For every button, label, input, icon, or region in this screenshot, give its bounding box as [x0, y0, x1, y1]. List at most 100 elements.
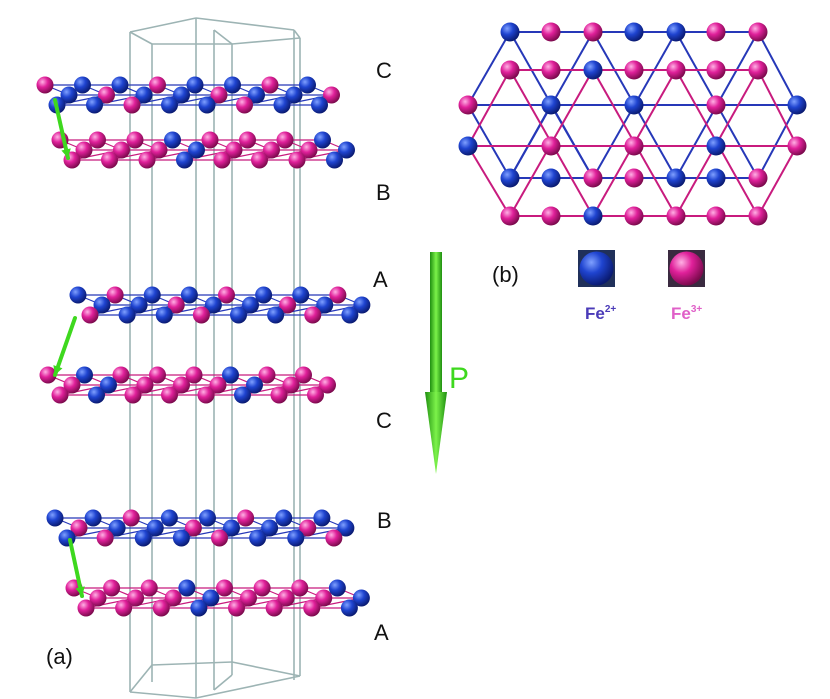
fe2-atom — [706, 168, 726, 188]
fe3-atom — [236, 96, 253, 114]
fe3-atom — [124, 386, 142, 404]
fe3-atom — [136, 376, 154, 394]
fe3-atom — [138, 151, 156, 169]
fe3-atom — [706, 60, 726, 80]
cell-edge — [293, 29, 301, 39]
fe2-atom — [541, 168, 561, 188]
fe3-atom — [315, 589, 333, 607]
fe3-atom — [541, 136, 561, 156]
fe3-atom — [218, 286, 235, 304]
fe3-atom — [106, 286, 124, 304]
fe2-atom — [204, 296, 222, 314]
fe3-atom — [291, 579, 309, 597]
arrow-shaft — [53, 98, 70, 160]
arrow-head — [61, 148, 71, 158]
fe2-atom — [666, 168, 686, 188]
fe3-atom — [81, 306, 99, 324]
fe3-atom — [89, 589, 107, 607]
fe2-atom — [624, 95, 644, 115]
fe3-atom — [319, 376, 336, 394]
fe3-legend-charge: 3+ — [691, 304, 703, 315]
layer-label-4: C — [376, 408, 392, 433]
fe2-atom — [186, 76, 204, 94]
displacement-arrow-1 — [53, 98, 71, 160]
fe3-bond — [757, 145, 798, 217]
bond — [143, 527, 194, 539]
fe2-atom — [69, 286, 87, 304]
fe3-atom — [51, 386, 69, 404]
fe3-atom — [748, 60, 768, 80]
fe3-atom — [282, 376, 300, 394]
fe2-atom — [624, 22, 644, 42]
fe3-atom — [216, 579, 233, 597]
arrow-head — [53, 365, 63, 375]
fe2-bond — [467, 31, 511, 106]
fe3-atom — [263, 141, 280, 159]
fe2-atom — [337, 519, 355, 537]
fe2-atom — [176, 151, 193, 169]
fe2-atom — [787, 95, 807, 115]
fe3-atom — [213, 151, 231, 169]
fe3-atom — [228, 599, 245, 617]
fe2-atom — [311, 96, 328, 114]
cell-edge — [129, 17, 197, 33]
displacement-arrows — [53, 98, 85, 598]
fe3-atom — [240, 589, 257, 607]
cell-edge — [213, 29, 233, 45]
fe2-atom — [255, 286, 273, 304]
layer-2 — [51, 131, 355, 169]
fe2-atom — [341, 306, 359, 324]
cell-edge — [231, 661, 301, 677]
fe2-bond — [467, 104, 511, 179]
bond — [181, 527, 232, 539]
fe2-atom — [500, 22, 520, 42]
fe3-atom — [277, 589, 295, 607]
fe2-atom — [118, 306, 136, 324]
fe2-bond — [550, 104, 594, 179]
fe3-legend-swatch — [669, 251, 704, 286]
layer-5 — [46, 509, 355, 547]
fe2-atom — [198, 96, 216, 114]
fe3-atom — [253, 579, 271, 597]
fe3-atom — [258, 366, 276, 384]
cell-edge — [195, 675, 301, 699]
layer-1 — [36, 76, 340, 114]
fe2-atom — [328, 579, 346, 597]
fe3-atom — [288, 151, 306, 169]
cell-edge — [151, 661, 233, 666]
fe2-legend-swatch — [579, 251, 614, 286]
cell-edge — [195, 17, 295, 31]
fe2-bond — [757, 104, 798, 179]
fe2-atom — [234, 386, 251, 404]
fe2-atom — [108, 519, 126, 537]
fe3-atom — [63, 376, 81, 394]
fe3-atom — [122, 509, 140, 527]
fe3-atom — [192, 306, 210, 324]
fe2-atom — [178, 579, 196, 597]
fe3-atom — [225, 141, 243, 159]
fe2-atom — [666, 22, 686, 42]
fe2-atom — [222, 366, 239, 384]
fe3-atom — [197, 386, 215, 404]
polarization-arrow — [425, 252, 447, 474]
fe2-atom — [161, 96, 178, 114]
fe2-atom — [246, 376, 263, 394]
fe2-atom — [541, 95, 561, 115]
fe3-atom — [89, 131, 106, 149]
fe3-atom — [261, 76, 279, 94]
fe3-legend-base: Fe — [671, 304, 691, 323]
fe2-atom — [273, 96, 291, 114]
fe2-atom — [58, 529, 76, 547]
fe2-atom — [292, 286, 310, 304]
fe2-atom — [340, 599, 358, 617]
fe3-atom — [299, 519, 317, 537]
layer-label-2: B — [376, 180, 391, 205]
fe2-atom — [160, 509, 178, 527]
fe3-atom — [201, 131, 219, 149]
fe3-atom — [666, 206, 686, 226]
bond — [219, 527, 270, 539]
cell-edge — [231, 37, 301, 45]
fe2-atom — [76, 366, 93, 384]
fe3-atom — [624, 168, 644, 188]
fe2-atom — [314, 131, 331, 149]
